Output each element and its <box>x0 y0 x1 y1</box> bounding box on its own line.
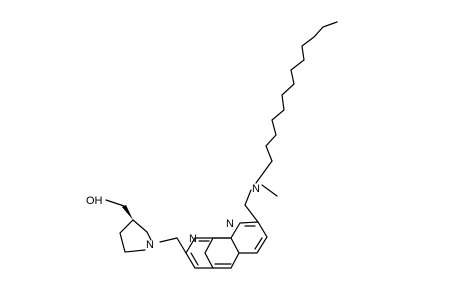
ch2-to-oh-bond <box>105 199 125 207</box>
hydroxyl-label: OH <box>86 195 103 207</box>
pyrrolidine-nitrogen-label: N <box>146 239 154 251</box>
stereo-wedge-bond <box>122 205 133 220</box>
phenanthroline-nitrogen-1-label: N <box>189 233 197 245</box>
amine-nitrogen-label: N <box>252 183 260 195</box>
ch2-to-pyrrolidine-bond <box>159 237 178 243</box>
phenanthroline-nitrogen-2-label: N <box>226 218 234 230</box>
amine-methyl-bond <box>261 184 278 197</box>
ch2-to-ring-bond <box>244 204 259 223</box>
left-ring-double-1 <box>190 252 199 266</box>
pyrrolidine-n-bond <box>146 231 152 241</box>
dodecyl-chain <box>265 21 338 162</box>
amine-to-ch2-bond <box>244 189 252 206</box>
right-pyridine-ring <box>230 221 268 254</box>
chain-to-amine-bond <box>255 160 273 184</box>
left-ring-to-ch2-bond <box>176 237 187 254</box>
pyrrolidine-ring <box>119 219 148 253</box>
right-ring-double-2 <box>254 237 263 250</box>
